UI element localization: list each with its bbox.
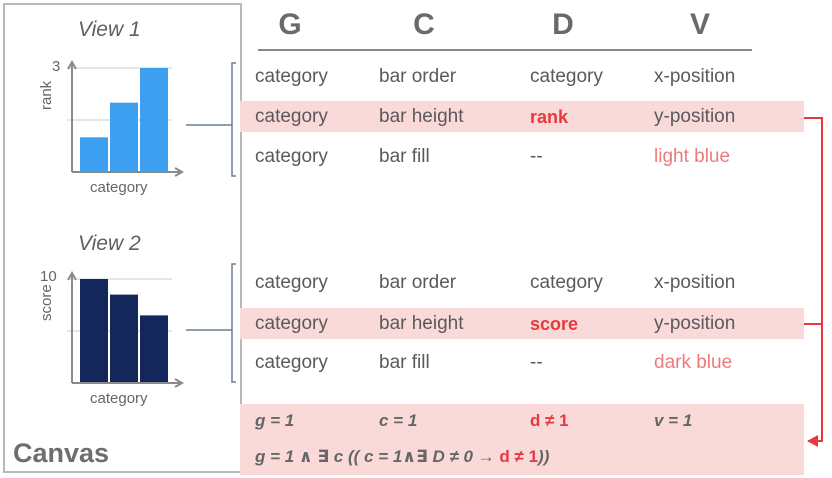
t1-r3-g: category [255,146,328,167]
view1-xlabel: category [90,179,148,196]
t2-r3-g: category [255,352,328,373]
constraint-g: g = 1 [255,411,295,430]
bar-3 [140,315,168,383]
t1-r2-g: category [255,106,328,127]
t1-r2-d: rank [530,107,569,127]
header-c: C [413,8,435,41]
t1-r3-c: bar fill [379,146,430,167]
t2-r2-d: score [530,314,579,334]
bar-2 [110,102,138,172]
t2-r3-v: dark blue [654,352,733,373]
view1-title: View 1 [78,18,141,41]
bar-1 [80,137,108,172]
bar-2 [110,294,138,383]
view1-chart [67,62,182,172]
canvas-label: Canvas [13,438,110,468]
constraint-d: d ≠ 1 [530,411,569,430]
t2-r2-g: category [255,313,328,334]
header-v: V [689,8,710,41]
t1-r2-c: bar height [379,106,464,127]
t2-r1-v: x-position [654,272,736,293]
formula-main: g = 1 ∧ ∃ c (( c = 1∧∃ D ≠ 0 → [255,447,495,466]
t2-r2-c: bar height [379,313,464,334]
t1-r3-v: light blue [654,146,731,167]
highlight-row-view1 [240,101,804,132]
t2-r1-c: bar order [379,272,457,293]
constraint-c: c = 1 [379,411,418,430]
constraint-arrow [804,117,823,447]
constraint-box [240,404,804,475]
view2-ylabel: score [38,284,55,321]
constraint-v: v = 1 [654,411,693,430]
t2-r3-d: -- [530,352,543,373]
t1-r1-v: x-position [654,66,736,87]
header-g: G [278,8,302,41]
t1-r2-v: y-position [654,106,736,127]
header-d: D [552,8,574,41]
formula-red: d ≠ 1 [499,447,539,466]
view1-ylabel: rank [38,80,55,110]
bar-1 [80,279,108,383]
view1-ytick: 3 [52,58,61,75]
bracket-table2 [231,263,236,383]
t1-r3-d: -- [530,146,543,167]
t1-r1-g: category [255,66,328,87]
view2-xlabel: category [90,390,148,407]
bar-3 [140,68,168,172]
view2-chart [67,273,182,383]
bracket-table1 [231,62,236,177]
t1-r1-c: bar order [379,66,457,87]
constraint-formula: g = 1 ∧ ∃ c (( c = 1∧∃ D ≠ 0 → d ≠ 1)) [255,447,549,467]
t2-r3-c: bar fill [379,352,430,373]
t2-r2-v: y-position [654,313,736,334]
t2-r1-d: category [530,272,603,293]
t1-r1-d: category [530,66,603,87]
view2-title: View 2 [78,232,141,255]
view2-ytick: 10 [40,268,57,285]
highlight-row-view2 [240,308,804,339]
formula-end: )) [538,447,550,466]
canvas-frame [3,3,242,473]
t2-r1-g: category [255,272,328,293]
